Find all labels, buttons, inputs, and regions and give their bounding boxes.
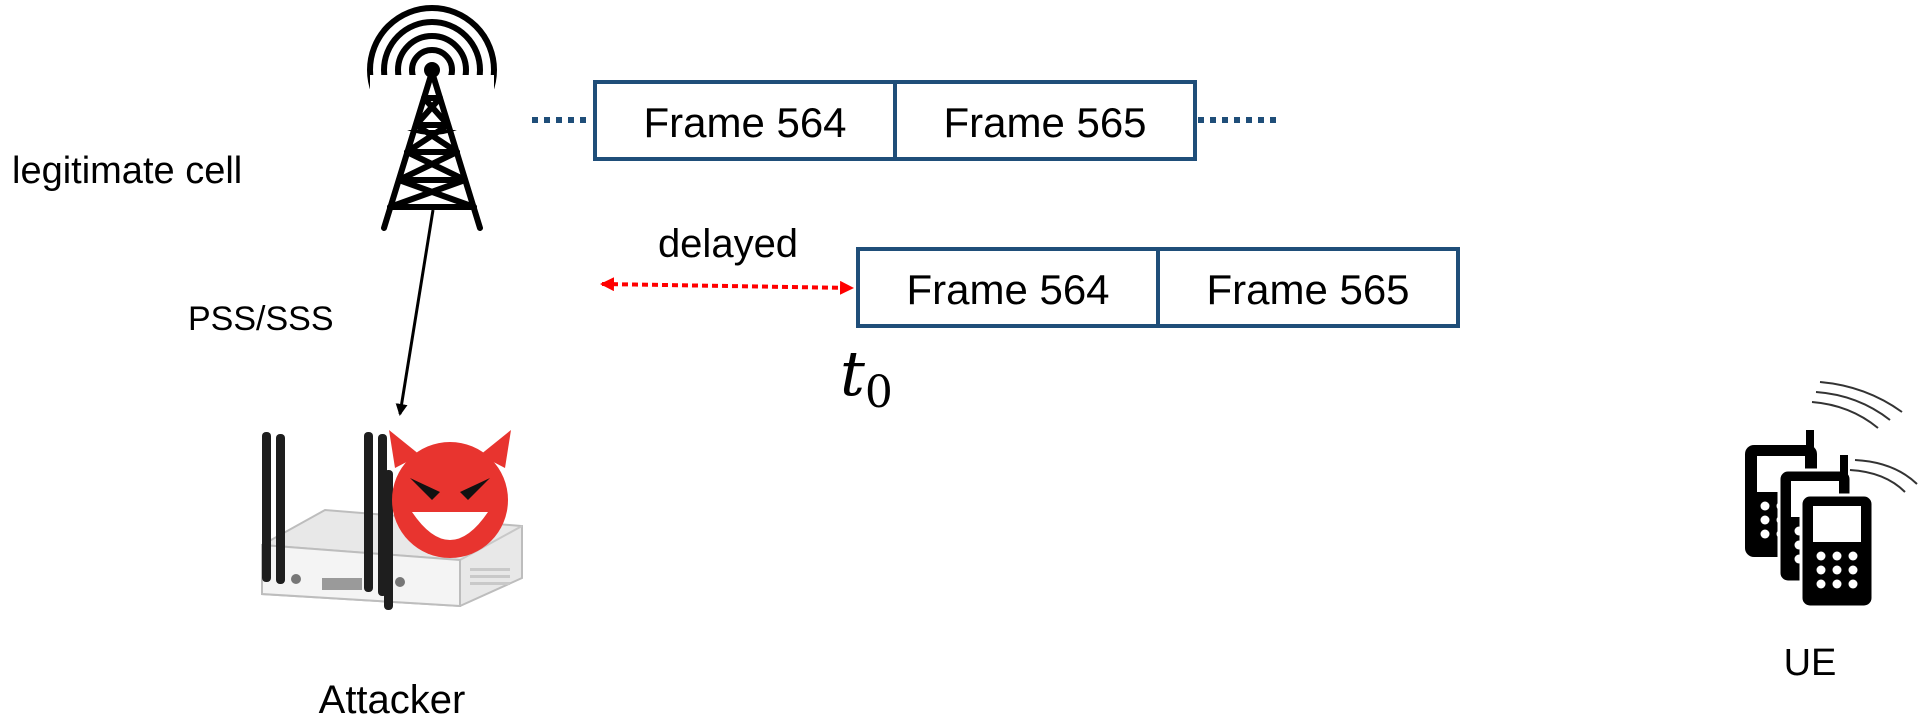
frame-label: Frame 564 <box>643 99 846 146</box>
frame-box-top-564: Frame 564 <box>593 80 897 161</box>
frame-label: Frame 564 <box>906 266 1109 313</box>
phone-front <box>1799 493 1875 609</box>
frame-box-top-565: Frame 565 <box>893 80 1197 161</box>
legitimate-cell-label: legitimate cell <box>12 150 242 192</box>
t0-subscript: 0 <box>865 367 893 418</box>
pss-sss-label: PSS/SSS <box>188 300 334 338</box>
frame-label: Frame 565 <box>943 99 1146 146</box>
attacker-router-icon <box>261 432 523 610</box>
devil-face-icon <box>389 430 511 558</box>
t0-base: t <box>840 337 865 410</box>
frame-box-delayed-564: Frame 564 <box>856 247 1160 328</box>
frame-label: Frame 565 <box>1206 266 1409 313</box>
t0-label: t0 <box>840 337 893 418</box>
pss-sss-arrow <box>395 209 435 416</box>
frame-box-delayed-565: Frame 565 <box>1156 247 1460 328</box>
delayed-label: delayed <box>658 222 798 266</box>
attacker-label: Attacker <box>319 678 466 718</box>
ue-phones-icon <box>1745 381 1918 609</box>
ue-label: UE <box>1784 642 1837 684</box>
delay-arrow <box>600 277 854 295</box>
cell-tower-icon <box>367 5 497 231</box>
